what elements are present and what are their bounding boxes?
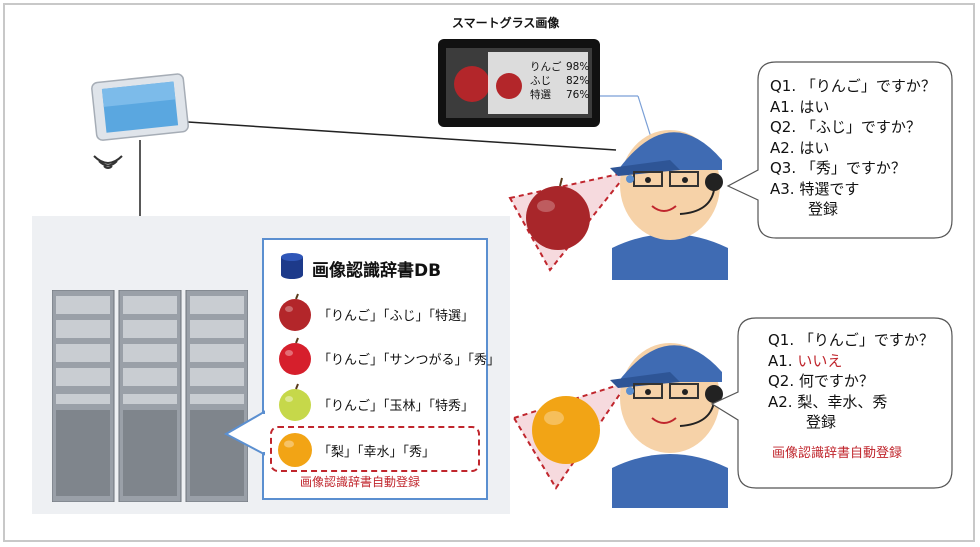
apple-icon xyxy=(526,186,590,250)
dialog-top-q1-text: 「りんご」ですか？ xyxy=(800,77,936,95)
dialog-bottom-q1-label: Q1. xyxy=(768,331,795,349)
tablet-icon xyxy=(91,73,189,141)
database-icon xyxy=(281,253,303,279)
result-label-1: りんご xyxy=(530,61,562,73)
dialog-top-register: 登録 xyxy=(808,200,839,218)
db-title: 画像認識辞書DB xyxy=(312,261,442,281)
db-entry-4: 「梨」「幸水」「秀」 xyxy=(318,445,436,460)
result-score-2: 82% xyxy=(566,75,590,87)
dialog-top-a3-label: A3. xyxy=(770,179,795,198)
dialog-top-a3-text: 特選です xyxy=(799,179,860,198)
db-callout-pointer xyxy=(223,410,266,456)
dialog-bottom-q1-text: 「りんご」ですか？ xyxy=(798,331,934,349)
pear-icon xyxy=(278,433,312,467)
apple-icon xyxy=(454,66,490,102)
recognition-overlay: りんご 98% ふじ 82% 特選 76% xyxy=(488,52,590,114)
db-entry-1: 「りんご」「ふじ」「特選」 xyxy=(318,309,475,324)
dialog-bottom-q2-label: Q2. xyxy=(768,372,795,390)
dialog-bottom-q2-text: 何ですか？ xyxy=(798,372,874,390)
result-score-3: 76% xyxy=(566,89,590,101)
dialog-top-q3-text: 「秀」ですか？ xyxy=(800,159,906,177)
dialog-bottom-register: 登録 xyxy=(806,413,837,431)
dialog-top: Q1. 「りんご」ですか？ A1. はい Q2. 「ふじ」ですか？ A2. はい… xyxy=(770,76,936,220)
pear-icon xyxy=(532,396,600,464)
smart-glass-title: スマートグラス画像 xyxy=(452,16,560,30)
apple-icon xyxy=(279,383,311,421)
auto-register-highlight xyxy=(270,426,480,472)
dialog-top-a1-label: A1. xyxy=(770,97,795,116)
dialog-top-q2-label: Q2. xyxy=(770,118,797,136)
dialog-top-a2-text: はい xyxy=(799,138,830,157)
dialog-top-q1-label: Q1. xyxy=(770,77,797,95)
bottom-worker-scene xyxy=(512,343,728,508)
dialog-bottom-a1-label: A1. xyxy=(768,351,793,370)
result-label-2: ふじ xyxy=(530,75,551,87)
result-score-1: 98% xyxy=(566,61,590,73)
db-entry-3: 「りんご」「玉林」「特秀」 xyxy=(318,399,475,414)
apple-icon xyxy=(496,73,522,99)
dialog-top-q3-label: Q3. xyxy=(770,159,797,177)
apple-icon xyxy=(279,293,311,331)
top-worker-scene xyxy=(508,130,728,280)
apple-icon xyxy=(279,337,311,375)
db-auto-register-label: 画像認識辞書自動登録 xyxy=(300,475,421,489)
dialog-bottom: Q1. 「りんご」ですか？ A1. いいえ Q2. 何ですか？ A2. 梨、幸水… xyxy=(768,330,934,433)
dialog-bottom-a2-label: A2. xyxy=(768,392,793,411)
server-rack-icon xyxy=(52,290,248,502)
dialog-top-a2-label: A2. xyxy=(770,138,795,157)
dialog-top-q2-text: 「ふじ」ですか？ xyxy=(800,118,921,136)
db-entry-2: 「りんご」「サンつがる」「秀」 xyxy=(318,353,501,368)
dialog-bottom-a1-text: いいえ xyxy=(797,351,843,370)
wireless-signal-icon xyxy=(93,155,123,169)
result-label-3: 特選 xyxy=(530,89,551,101)
dialog-bottom-a2-text: 梨、幸水、秀 xyxy=(797,392,888,411)
dialog-top-a1-text: はい xyxy=(799,97,830,116)
smart-glass-display: りんご 98% ふじ 82% 特選 76% xyxy=(438,39,600,127)
dialog-bottom-auto-register: 画像認識辞書自動登録 xyxy=(772,446,903,461)
